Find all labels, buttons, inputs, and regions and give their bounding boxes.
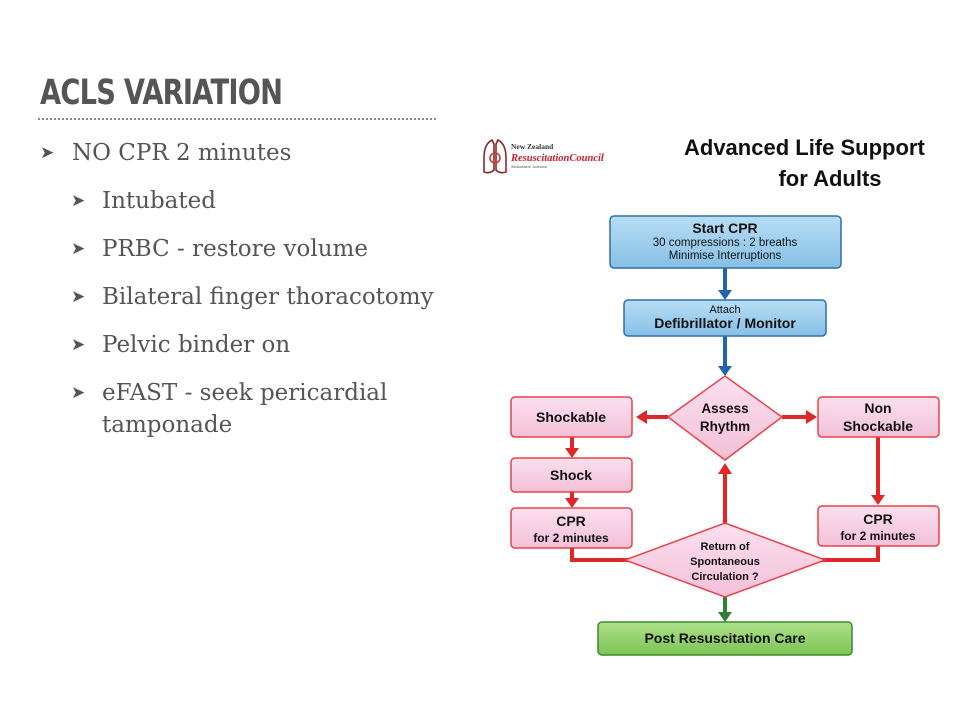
bullet-text: PRBC - restore volume — [102, 236, 368, 262]
attach-line2: Defibrillator / Monitor — [654, 315, 796, 331]
rosc-line2: Spontaneous — [690, 556, 760, 568]
bullet-text: NO CPR 2 minutes — [72, 140, 292, 166]
resuscitation-council-logo: New Zealand ResuscitationCouncil Whakaha… — [483, 138, 604, 174]
shock-label: Shock — [550, 467, 592, 483]
logo-line1: New Zealand — [511, 142, 554, 151]
diagram-title-line1: Advanced Life Support — [684, 135, 925, 160]
non-shockable-line1: Non — [864, 400, 891, 416]
node-post-resuscitation-care: Post Resuscitation Care — [597, 621, 853, 656]
heart-logo-icon — [489, 152, 501, 164]
bullet-text: eFAST - seek pericardial tamponade — [102, 380, 388, 438]
rosc-line3: Circulation ? — [691, 571, 759, 583]
attach-line1: Attach — [709, 304, 740, 316]
node-cpr-left: CPR for 2 minutes — [510, 507, 633, 549]
title-divider — [38, 118, 436, 120]
assess-line1: Assess — [701, 401, 748, 416]
arrowhead — [718, 612, 732, 622]
shockable-label: Shockable — [536, 409, 606, 425]
diagram-title-line2: for Adults — [778, 166, 881, 191]
start-cpr-title: Start CPR — [692, 220, 757, 236]
sub-bullet-item: ➤ PRBC - restore volume — [40, 233, 460, 265]
cpr-left-line1: CPR — [556, 513, 586, 529]
node-shockable: Shockable — [510, 396, 633, 438]
bullet-arrow-icon: ➤ — [71, 335, 86, 355]
bullet-text: Intubated — [102, 188, 216, 214]
bullet-arrow-icon: ➤ — [71, 239, 86, 259]
bullet-text: Pelvic binder on — [102, 332, 291, 358]
node-start-cpr: Start CPR 30 compressions : 2 breaths Mi… — [609, 215, 842, 269]
bullet-arrow-icon: ➤ — [40, 143, 55, 163]
lungs-logo-icon — [483, 138, 507, 174]
sub-bullet-item: ➤ Bilateral finger thoracotomy — [40, 281, 460, 313]
bullet-arrow-icon: ➤ — [71, 383, 86, 403]
slide-title: ACLS VARIATION — [40, 73, 283, 113]
arrowhead — [565, 448, 579, 458]
arrowhead — [718, 290, 732, 300]
bullet-arrow-icon: ➤ — [71, 287, 86, 307]
rosc-line1: Return of — [701, 541, 750, 553]
bullet-text: Bilateral finger thoracotomy — [102, 284, 434, 310]
node-non-shockable: Non Shockable — [817, 396, 940, 438]
sub-bullet-item: ➤ eFAST - seek pericardial tamponade — [40, 377, 460, 441]
bullet-list: ➤ NO CPR 2 minutes ➤ Intubated ➤ PRBC - … — [40, 137, 460, 441]
arrowhead — [636, 410, 647, 424]
arrowhead — [718, 366, 732, 376]
bullet-item: ➤ NO CPR 2 minutes — [40, 137, 460, 169]
arrow-cpr-right-to-rosc — [803, 546, 880, 562]
start-cpr-line2: 30 compressions : 2 breaths — [653, 237, 798, 249]
arrowhead — [871, 495, 885, 505]
bullet-arrow-icon: ➤ — [71, 191, 86, 211]
logo-line2: ResuscitationCouncil — [510, 153, 604, 164]
node-cpr-right: CPR for 2 minutes — [817, 505, 940, 547]
node-rosc: Return of Spontaneous Circulation ? — [622, 522, 828, 598]
sub-bullet-item: ➤ Intubated — [40, 185, 460, 217]
non-shockable-line2: Shockable — [843, 418, 913, 434]
sub-bullet-item: ➤ Pelvic binder on — [40, 329, 460, 361]
arrow-cpr-left-to-rosc — [570, 548, 648, 562]
assess-line2: Rhythm — [700, 419, 750, 434]
cpr-right-line2: for 2 minutes — [840, 529, 916, 543]
cpr-right-line1: CPR — [863, 511, 893, 527]
cpr-left-line2: for 2 minutes — [533, 531, 609, 545]
node-attach-defibrillator: Attach Defibrillator / Monitor — [623, 299, 827, 337]
arrowhead — [806, 410, 817, 424]
node-shock: Shock — [510, 457, 633, 493]
post-care-label: Post Resuscitation Care — [644, 630, 805, 646]
logo-line3: Whakahaere, Aotearoa — [511, 165, 547, 169]
arrowhead — [565, 498, 579, 508]
als-flowchart: New Zealand ResuscitationCouncil Whakaha… — [483, 135, 940, 656]
start-cpr-line3: Minimise Interruptions — [669, 250, 782, 262]
arrowhead — [718, 463, 732, 474]
node-assess-rhythm: Assess Rhythm — [666, 375, 784, 461]
